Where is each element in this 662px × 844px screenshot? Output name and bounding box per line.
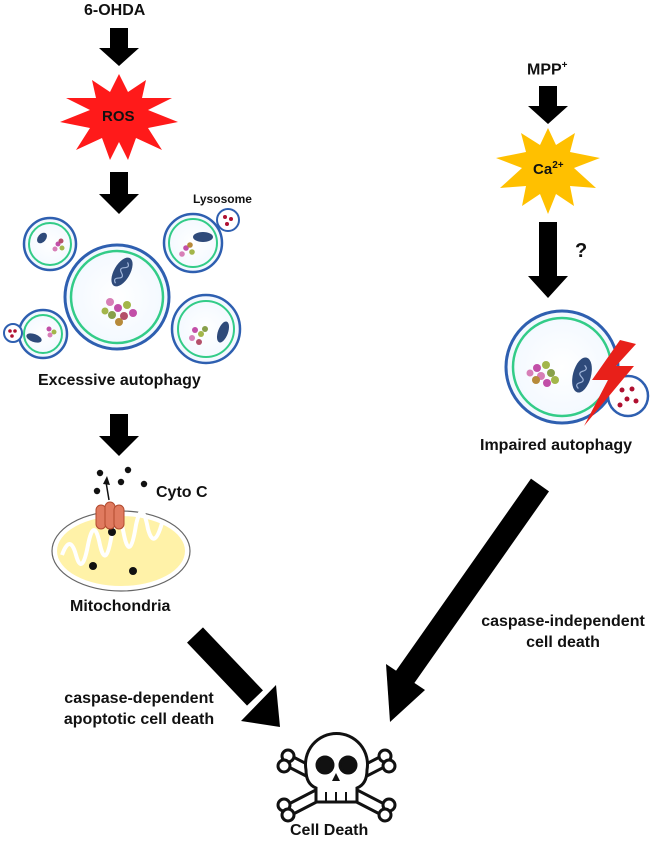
calcium-burst xyxy=(496,128,600,214)
mitochondrion xyxy=(51,466,191,592)
calcium-label: Ca2+ xyxy=(533,160,564,178)
toxin-6ohda-label: 6-OHDA xyxy=(84,2,146,19)
cyto-c-label: Cyto C xyxy=(156,484,208,501)
arrow-calcium-to-impaired-autophagy xyxy=(528,222,568,298)
lightning-bolt xyxy=(584,340,636,426)
caspase-independent-line2: cell death xyxy=(526,634,600,651)
arrow-impaired-autophagy-to-death xyxy=(386,478,550,722)
impaired-autophagosome xyxy=(504,309,650,425)
impaired-autophagy-label: Impaired autophagy xyxy=(480,437,633,454)
lysosome-label: Lysosome xyxy=(193,192,252,206)
arrow-autophagy-to-mitochondria xyxy=(99,414,139,456)
caspase-dependent-line2: apoptotic cell death xyxy=(63,711,215,728)
calcium-text: Ca xyxy=(533,161,553,178)
autophagosome-small-1 xyxy=(22,216,78,272)
ros-label: ROS xyxy=(102,108,135,125)
cell-death-label: Cell Death xyxy=(290,822,369,839)
uncertain-link-label: ? xyxy=(575,240,588,262)
channel-protein xyxy=(95,501,125,530)
autophagosome-with-lysosome xyxy=(162,208,240,274)
mpp-charge: + xyxy=(561,60,568,71)
caspase-independent-line1: caspase-independent xyxy=(481,613,645,630)
excessive-autophagy-label: Excessive autophagy xyxy=(38,372,201,389)
arrow-mpp-to-calcium xyxy=(528,86,568,124)
cargo-particles-impaired xyxy=(526,361,559,387)
autophagy-cluster xyxy=(3,208,242,365)
ros-burst xyxy=(60,74,178,160)
calcium-charge: 2+ xyxy=(552,160,564,171)
mpp-text: MPP xyxy=(527,61,562,79)
autophagosome-small-3 xyxy=(170,293,242,365)
caspase-dependent-line1: caspase-dependent xyxy=(64,690,214,707)
mitochondria-label: Mitochondria xyxy=(70,598,171,615)
autophagosome-large xyxy=(63,243,171,351)
autophagosome-small-2 xyxy=(3,308,69,360)
caspase-dependent-label: caspase-dependent apoptotic cell death xyxy=(54,688,224,730)
cytochrome-c-particles xyxy=(93,466,148,495)
arrow-ros-to-autophagy xyxy=(99,172,139,214)
arrow-6ohda-to-ros xyxy=(99,28,139,66)
mpp-label: MPP+ xyxy=(527,60,568,79)
cargo-particles xyxy=(101,298,137,326)
skull-crossbones-icon xyxy=(276,731,397,823)
caspase-independent-label: caspase-independent cell death xyxy=(470,611,656,653)
arrow-mitochondria-to-death xyxy=(187,627,280,727)
